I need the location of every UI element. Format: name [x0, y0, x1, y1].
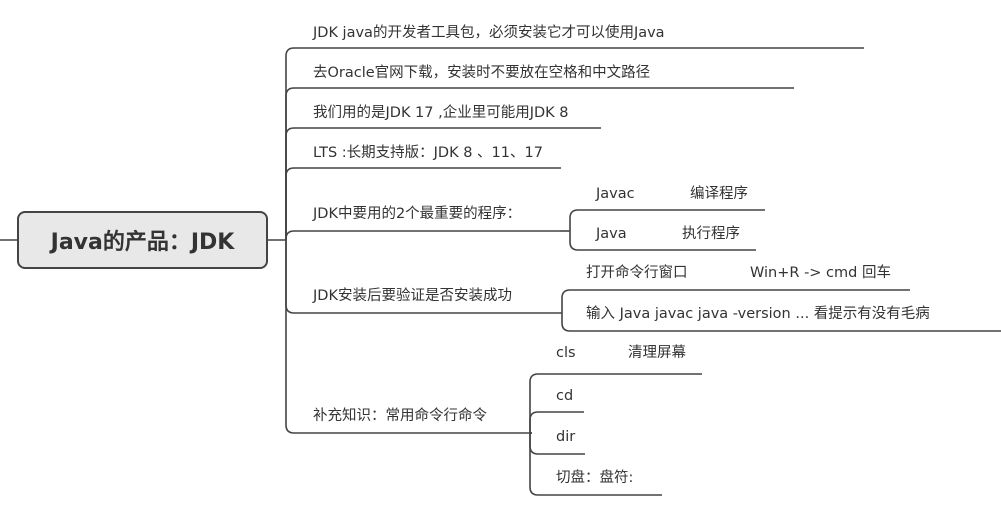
subbranch-connector	[529, 433, 662, 496]
subbranch-connector	[569, 231, 756, 251]
subtopic-note: 编译程序	[690, 186, 748, 202]
subbranch-connector	[529, 411, 584, 433]
subtopic-note: 清理屏幕	[628, 345, 686, 361]
subtopic[interactable]: dir	[556, 429, 576, 445]
branch-topic[interactable]: 我们用的是JDK 17 ,企业里可能用JDK 8	[313, 105, 569, 121]
subtopic[interactable]: 输入 Java javac java -version ... 看提示有没有毛病	[586, 306, 930, 322]
root-topic[interactable]: Java的产品：JDK	[17, 211, 268, 269]
branch-topic[interactable]: 补充知识：常用命令行命令	[313, 408, 487, 424]
branch-topic[interactable]: JDK安装后要验证是否安装成功	[313, 288, 512, 304]
branch-connector	[285, 87, 794, 240]
branch-topic[interactable]: JDK中要用的2个最重要的程序：	[313, 206, 522, 222]
branch-connector	[285, 230, 560, 240]
subbranch-connector	[569, 209, 765, 231]
branch-connector	[285, 127, 601, 240]
subbranch-connector	[561, 289, 910, 313]
branch-topic[interactable]: JDK java的开发者工具包，必须安装它才可以使用Java	[313, 25, 665, 41]
subtopic-note: 执行程序	[682, 226, 740, 242]
branch-connector	[285, 47, 864, 240]
branch-connector	[285, 167, 561, 240]
subbranch-connector	[529, 373, 702, 433]
subtopic[interactable]: Java	[596, 226, 627, 242]
subbranch-connector	[561, 313, 1001, 332]
branch-connector	[285, 240, 532, 434]
subtopic[interactable]: cls	[556, 345, 576, 361]
subtopic[interactable]: 切盘：盘符:	[556, 470, 634, 486]
subtopic[interactable]: cd	[556, 388, 574, 404]
root-topic-label: Java的产品：JDK	[50, 230, 235, 255]
branch-topic[interactable]: LTS :长期支持版：JDK 8 、11、17	[313, 145, 543, 161]
subtopic[interactable]: 打开命令行窗口	[586, 265, 688, 281]
subtopic[interactable]: Javac	[596, 186, 635, 202]
branch-topic[interactable]: 去Oracle官网下载，安装时不要放在空格和中文路径	[313, 65, 651, 81]
subtopic-note: Win+R -> cmd 回车	[750, 265, 891, 281]
